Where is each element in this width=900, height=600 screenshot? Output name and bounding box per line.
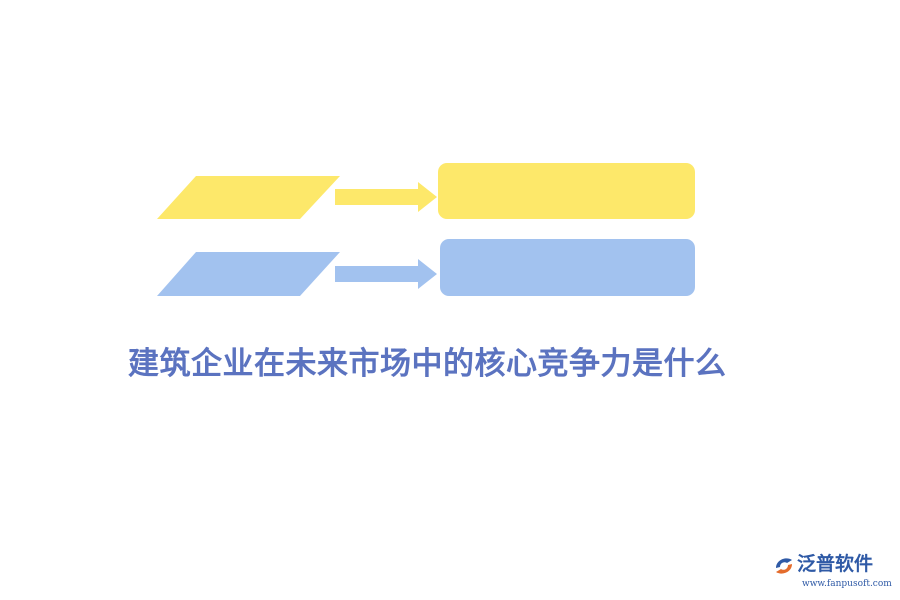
yellow-arrow (335, 182, 437, 212)
fanpu-logo-icon (776, 558, 792, 574)
brand-url: www.fanpusoft.com (802, 579, 892, 589)
blue-arrow (335, 259, 437, 289)
blue-rounded-box (440, 239, 695, 296)
brand-watermark: 泛普软件 www.fanpusoft.com (772, 550, 894, 594)
headline-title: 建筑企业在未来市场中的核心竞争力是什么 (128, 346, 727, 382)
brand-name: 泛普软件 (797, 553, 874, 575)
yellow-parallelogram (157, 176, 340, 219)
yellow-rounded-box (438, 163, 695, 219)
blue-parallelogram (157, 252, 340, 296)
